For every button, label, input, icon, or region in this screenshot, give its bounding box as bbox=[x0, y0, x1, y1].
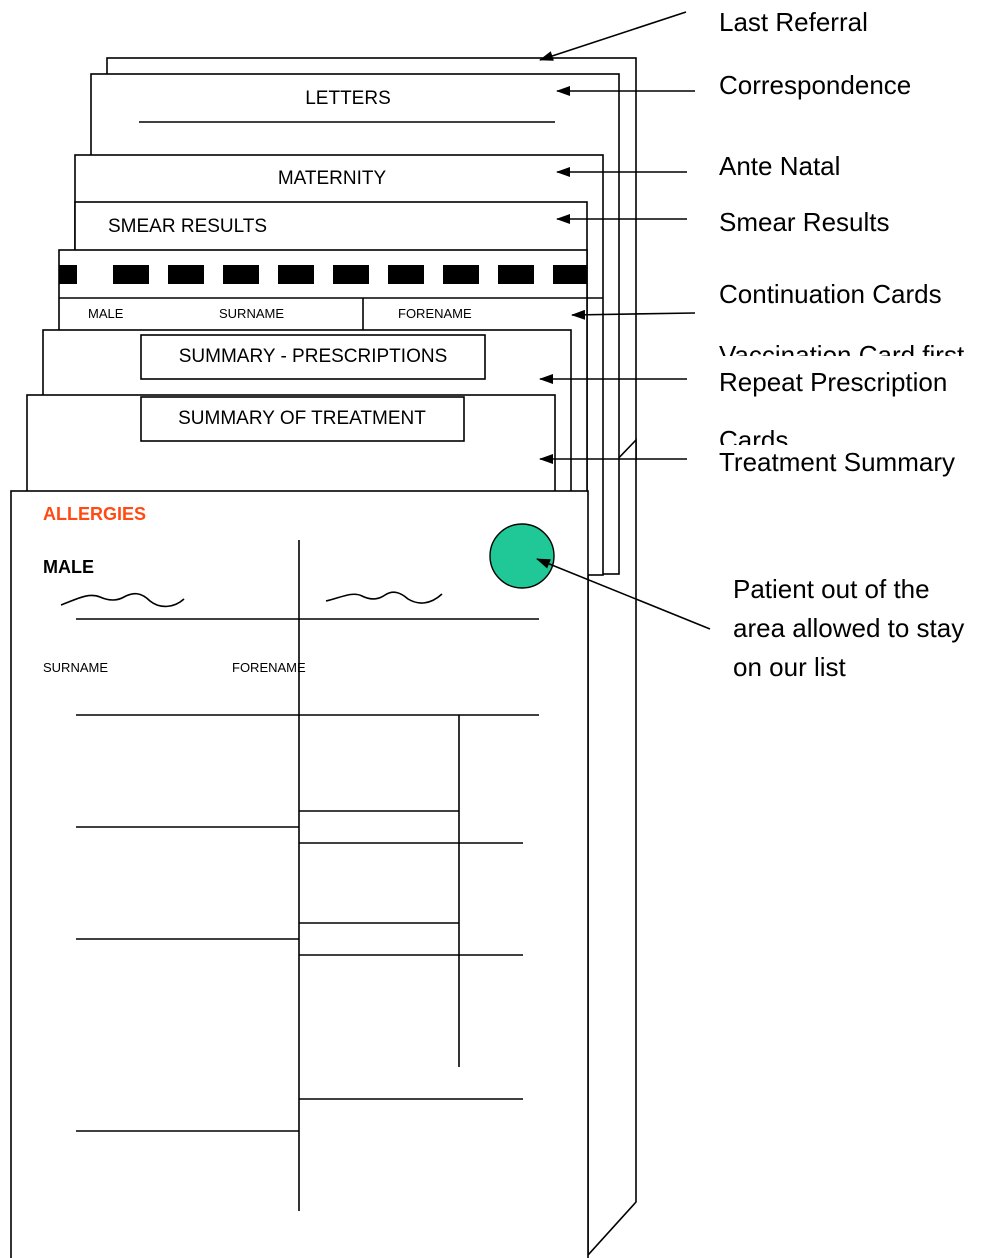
label-treatment-summary: Treatment Summary bbox=[719, 447, 955, 477]
allergies-label: ALLERGIES bbox=[43, 504, 146, 524]
front-card: ALLERGIES MALE SURNAME FORENAME bbox=[11, 491, 588, 1258]
label-correspondence: Correspondence bbox=[719, 70, 911, 100]
label-patient-note-2: area allowed to stay bbox=[733, 613, 964, 643]
label-last-referral: Last Referral bbox=[719, 7, 868, 37]
label-smear-results: Smear Results bbox=[719, 207, 890, 237]
maternity-title: MATERNITY bbox=[278, 168, 387, 189]
side-labels: Last Referral Correspondence Ante Natal … bbox=[719, 7, 965, 682]
label-repeat-prescription: Repeat Prescription bbox=[719, 367, 947, 397]
smear-results-title: SMEAR RESULTS bbox=[108, 216, 267, 237]
label-patient-note-1: Patient out of the bbox=[733, 574, 930, 604]
treatment-title: SUMMARY OF TREATMENT bbox=[178, 408, 426, 429]
prescriptions-title: SUMMARY - PRESCRIPTIONS bbox=[179, 346, 448, 367]
continuation-surname-label: SURNAME bbox=[219, 306, 284, 321]
male-label: MALE bbox=[43, 557, 94, 577]
label-continuation-cards: Continuation Cards bbox=[719, 279, 942, 309]
continuation-forename-label: FORENAME bbox=[398, 306, 472, 321]
forename-label: FORENAME bbox=[232, 660, 306, 675]
out-of-area-sticker bbox=[490, 524, 554, 588]
letters-title: LETTERS bbox=[305, 88, 391, 109]
surname-label: SURNAME bbox=[43, 660, 108, 675]
arrow-last-referral bbox=[540, 12, 686, 60]
label-ante-natal: Ante Natal bbox=[719, 151, 840, 181]
continuation-male-label: MALE bbox=[88, 306, 124, 321]
label-patient-note-3: on our list bbox=[733, 652, 846, 682]
label-vaccination-card: Vaccination Card first bbox=[719, 340, 965, 370]
